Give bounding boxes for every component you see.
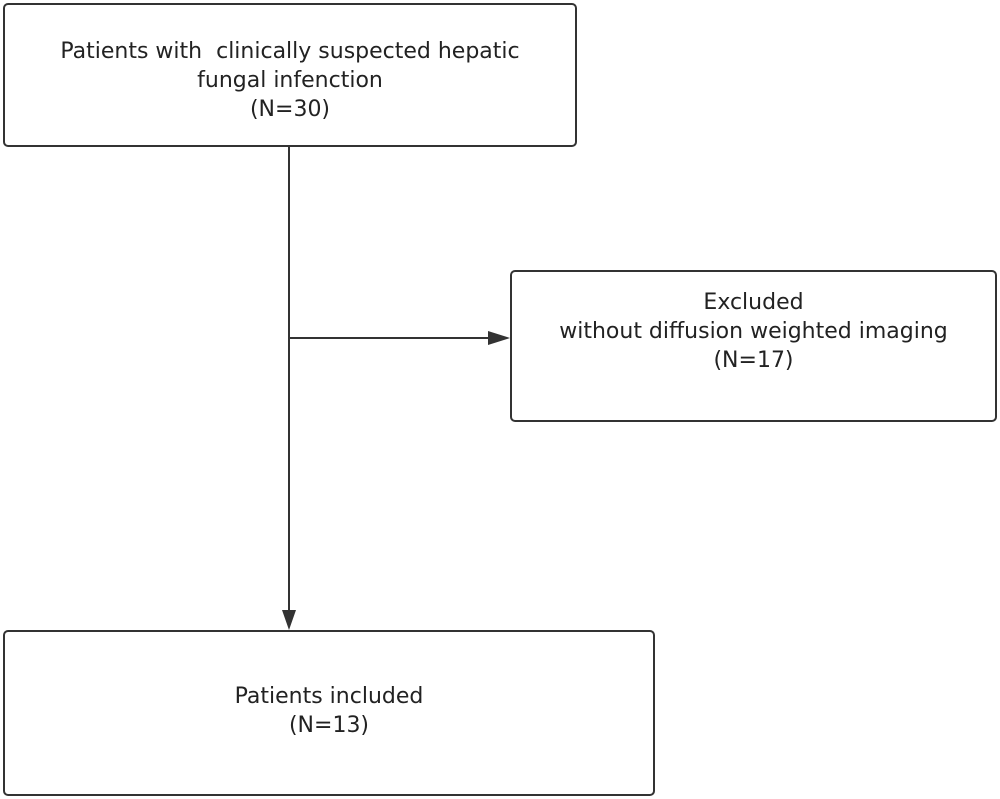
- node-start-line-3: (N=30): [249, 97, 331, 122]
- node-excluded-line-2: without diffusion weighted imaging: [559, 319, 948, 344]
- node-excluded-line-3: (N=17): [713, 348, 794, 373]
- node-included-line-2: (N=13): [288, 713, 370, 738]
- node-included-line-1: Patients included: [234, 684, 424, 709]
- node-start-line-2: fungal infenction: [197, 68, 383, 93]
- node-included: Patients included (N=13): [3, 630, 655, 796]
- arrow-to-excluded: [488, 331, 510, 345]
- arrow-to-included: [282, 610, 296, 630]
- node-suspected-patients: Patients with clinically suspected hepat…: [3, 3, 577, 147]
- node-excluded-line-1: Excluded: [703, 290, 804, 315]
- node-start-line-1: Patients with clinically suspected hepat…: [60, 39, 520, 64]
- node-excluded: Excluded without diffusion weighted imag…: [510, 270, 997, 422]
